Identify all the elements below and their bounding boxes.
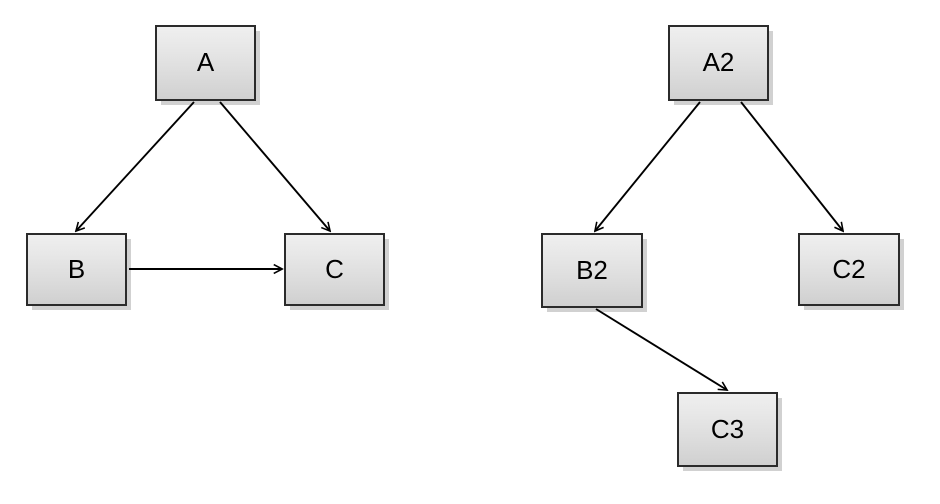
- node-label-a: A: [196, 47, 215, 77]
- edge-b2-c3: [595, 308, 727, 390]
- node-label-c2: C2: [832, 253, 866, 284]
- node-label-b2: B2: [576, 254, 608, 285]
- node-label-b: B: [67, 253, 86, 284]
- edge-a-b: [76, 101, 195, 231]
- edge-a2-b2: [595, 101, 701, 231]
- edge-a2-c2: [740, 101, 843, 231]
- node-label-a2: A2: [702, 47, 735, 77]
- node-c[interactable]: C: [284, 233, 385, 306]
- edge-a-c: [219, 101, 330, 231]
- node-a[interactable]: A: [155, 25, 256, 101]
- node-label-c3: C3: [710, 413, 745, 444]
- node-b[interactable]: B: [26, 233, 127, 306]
- node-c2[interactable]: C2: [798, 233, 900, 306]
- node-b2[interactable]: B2: [541, 233, 643, 308]
- node-a2[interactable]: A2: [668, 25, 769, 101]
- node-label-c: C: [325, 253, 344, 284]
- edges-group: [76, 101, 843, 390]
- node-c3[interactable]: C3: [677, 392, 778, 467]
